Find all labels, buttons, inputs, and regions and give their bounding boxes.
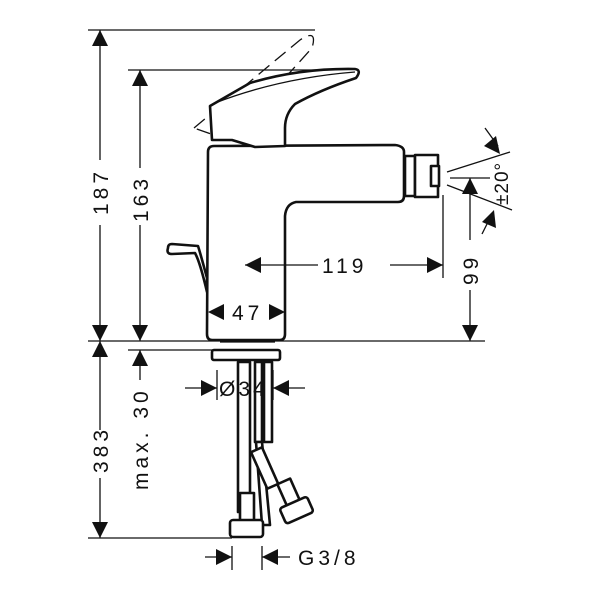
dim-diameter-34: Ø34	[219, 378, 268, 401]
dimension-lines	[99, 30, 499, 570]
lever-raised-outline	[192, 34, 315, 143]
extension-lines	[88, 29, 513, 539]
dim-119: 119	[322, 255, 367, 278]
dim-max-30: max. 30	[130, 387, 153, 490]
dim-383: 383	[90, 426, 113, 473]
dim-99: 99	[460, 254, 483, 285]
arrowheads	[92, 30, 500, 565]
dim-thread: G3/8	[298, 547, 360, 570]
dim-angle: ±20°	[492, 162, 513, 205]
dim-163: 163	[130, 175, 153, 222]
dim-187: 187	[90, 168, 113, 215]
dim-47: 47	[232, 302, 263, 325]
mixer-body	[166, 67, 441, 362]
supply-hoses	[228, 360, 315, 539]
